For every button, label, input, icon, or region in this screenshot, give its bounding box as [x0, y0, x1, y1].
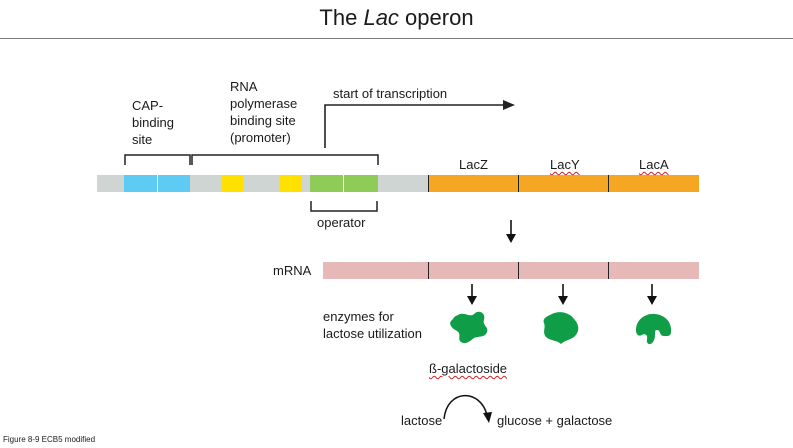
operator-segment-2 — [344, 175, 378, 192]
promoter-label-line-4: (promoter) — [230, 130, 291, 145]
promoter-yellow-1 — [221, 175, 243, 192]
gene-laca — [608, 175, 699, 192]
dna-gray-3 — [302, 175, 310, 192]
enzyme-name-label: ß-galactoside — [429, 361, 508, 376]
gene-divider — [518, 175, 519, 192]
reaction-arrow-curve — [443, 394, 488, 420]
title-prefix: The — [319, 5, 364, 30]
transcription-arrowhead — [503, 100, 515, 110]
dna-gray-4 — [378, 175, 428, 192]
gene-divider — [608, 175, 609, 192]
mrna-segment-laca — [608, 262, 699, 279]
promoter-label-line-3: binding site — [230, 113, 296, 128]
mrna-segment-leader — [323, 262, 428, 279]
dna-gray-left — [97, 175, 124, 192]
operator-segment-1 — [310, 175, 343, 192]
gene-lacz — [428, 175, 518, 192]
enzymes-label-line-2: lactose utilization — [323, 326, 422, 341]
figure-caption: Figure 8-9 ECB5 modified — [3, 435, 96, 444]
promoter-label-line-2: polymerase — [230, 96, 298, 111]
translation-arrowhead-lacy — [558, 296, 568, 305]
cap-label-line-2: binding — [132, 115, 174, 130]
mrna-segment-lacz — [428, 262, 518, 279]
transcription-arrow-head — [506, 234, 516, 243]
operator-label: operator — [317, 215, 366, 230]
transcription-start-line — [324, 104, 505, 148]
title-divider — [0, 38, 793, 39]
gene-lacy — [518, 175, 608, 192]
cap-binding-segment-1 — [124, 175, 157, 192]
mrna-divider — [608, 262, 609, 279]
gene-label-lacy: LacY — [550, 157, 580, 172]
reaction-arrowhead — [483, 412, 492, 423]
gene-label-laca: LacA — [639, 157, 669, 172]
enzyme-lacy-shape — [543, 312, 579, 344]
mrna-segment-lacy — [518, 262, 608, 279]
cap-binding-label: CAP- binding site — [132, 97, 174, 148]
cap-binding-segment-2 — [158, 175, 190, 192]
mrna-label: mRNA — [273, 263, 312, 278]
products-label: glucose + galactose — [497, 413, 613, 428]
title-suffix: operon — [398, 5, 474, 30]
transcription-start-label: start of transcription — [333, 86, 448, 101]
dna-gray-2 — [243, 175, 280, 192]
gene-divider — [428, 175, 429, 192]
dna-gray-1 — [190, 175, 221, 192]
enzyme-lacz-shape — [450, 311, 488, 344]
translation-arrowhead-lacz — [467, 296, 477, 305]
title-italic: Lac — [363, 5, 399, 30]
lactose-label: lactose — [401, 413, 443, 428]
mrna-divider — [428, 262, 429, 279]
operator-bracket — [310, 201, 378, 212]
promoter-bracket — [191, 154, 379, 165]
translation-arrowhead-laca — [647, 296, 657, 305]
cap-bracket — [124, 154, 191, 165]
cap-label-line-1: CAP- — [132, 98, 164, 113]
enzymes-label-line-1: enzymes for — [323, 309, 394, 324]
cap-label-line-3: site — [132, 132, 153, 147]
mrna-divider — [518, 262, 519, 279]
gene-label-lacz: LacZ — [459, 157, 488, 172]
enzymes-label: enzymes for lactose utilization — [323, 308, 422, 342]
promoter-label: RNA polymerase binding site (promoter) — [230, 78, 297, 146]
slide-title: The Lac operon — [0, 5, 793, 31]
promoter-yellow-2 — [280, 175, 302, 192]
enzyme-laca-shape — [636, 313, 672, 345]
promoter-label-line-1: RNA — [230, 79, 258, 94]
